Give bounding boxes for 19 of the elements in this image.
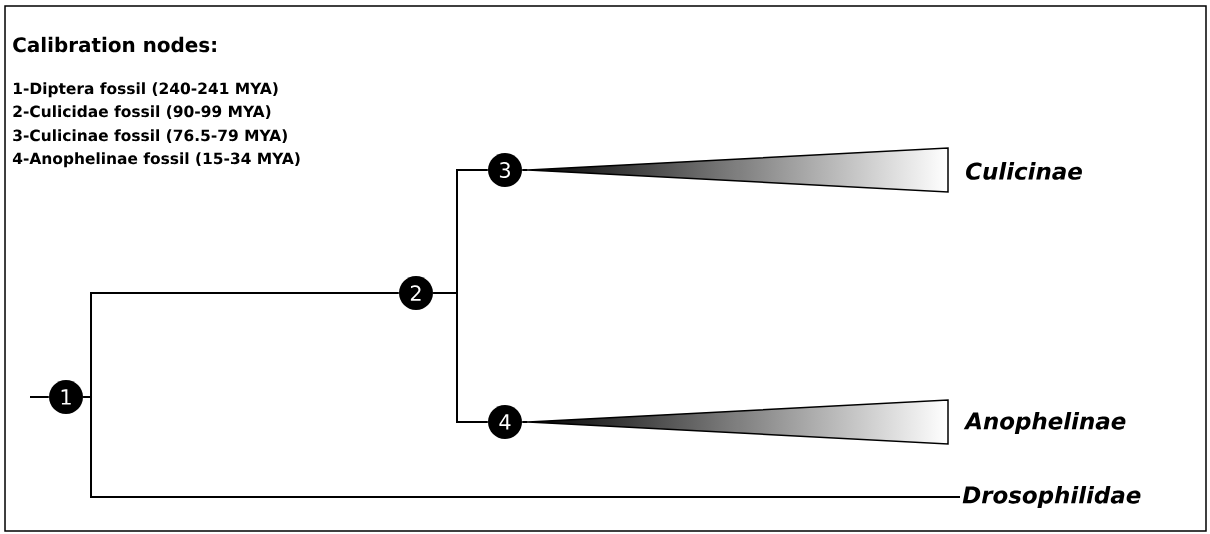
tree-branch [521, 169, 529, 171]
legend-text: 2-Culicidae fossil (90-99 MYA) [13, 105, 271, 120]
clade-triangle [527, 147, 949, 193]
calibration-node: 4 [488, 405, 522, 439]
tree-branch [521, 421, 529, 423]
clade-label: Culicinae [966, 162, 1082, 180]
taxon-label: Drosophilidae [962, 485, 1141, 509]
title: Calibration nodes: [13, 36, 216, 53]
legend-text: 3-Culicinae fossil (76.5-79 MYA) [13, 129, 287, 144]
legend-text: 4-Anophelinae fossil (15-34 MYA) [12, 152, 300, 168]
tree-branch [432, 292, 489, 423]
clade-label: Anophelinae [963, 411, 1126, 435]
clade-triangle [527, 399, 949, 445]
calibration-node: 2 [399, 276, 433, 310]
tree-branch [29, 396, 50, 398]
calibration-node: 3 [488, 153, 522, 187]
legend-text: 1-Diptera fossil (240-241 MYA) [13, 82, 278, 98]
tree-branch [82, 396, 961, 498]
calibration-node: 1 [49, 380, 83, 414]
